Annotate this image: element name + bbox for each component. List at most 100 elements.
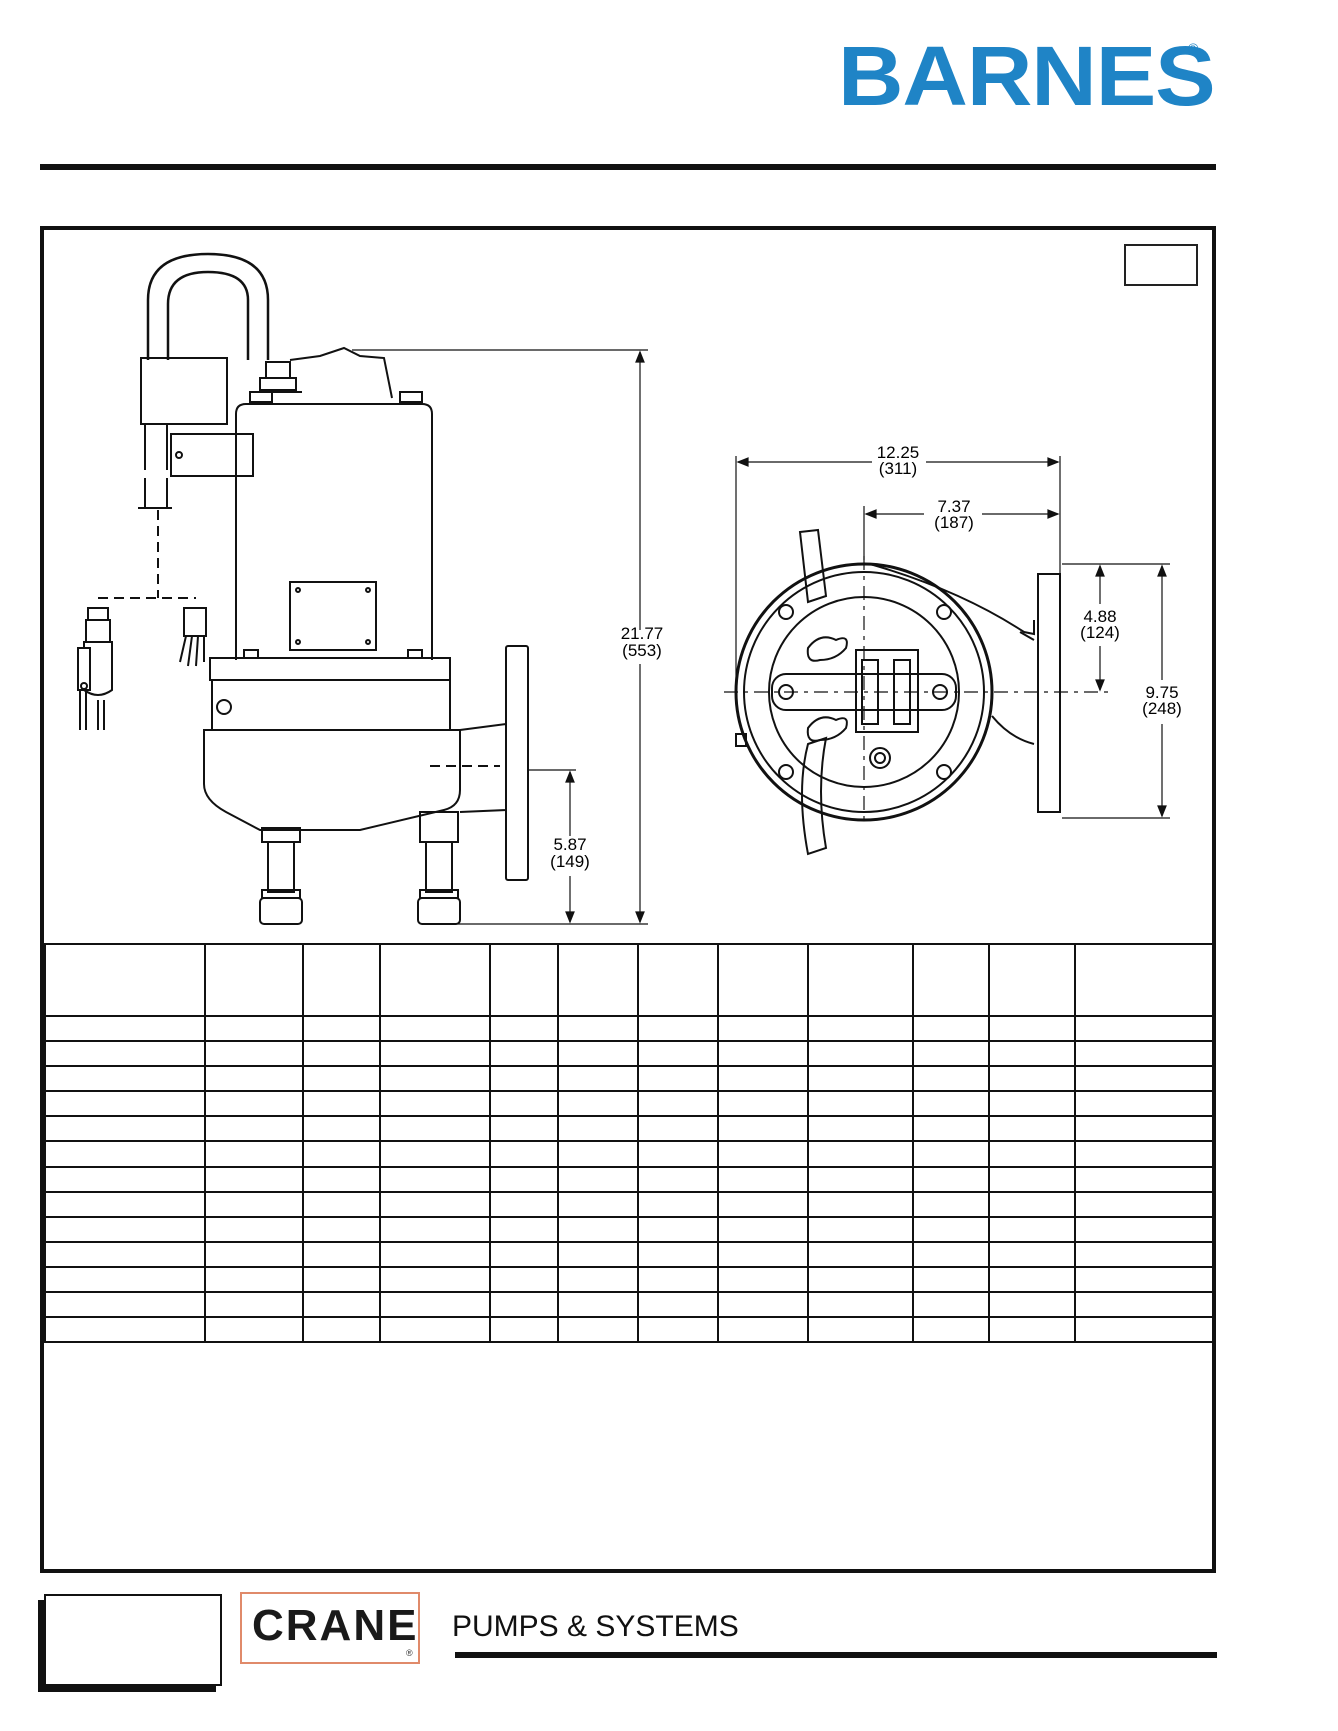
overall-height-mm-label: (553) <box>622 641 662 660</box>
table-cell <box>44 1140 206 1168</box>
table-cell <box>379 1240 492 1268</box>
table-cell <box>988 1090 1077 1118</box>
table-cell <box>912 1115 991 1143</box>
table-cell <box>636 1065 719 1093</box>
table-cell <box>806 1190 915 1218</box>
discharge-height-label: 5.87 <box>553 835 587 854</box>
table-cell <box>806 1165 915 1193</box>
side-view-dimensions <box>352 349 648 925</box>
registered-mark: ® <box>1188 40 1199 56</box>
table-cell <box>301 1065 382 1093</box>
table-cell <box>988 1315 1077 1344</box>
table-header-row <box>44 942 1214 1018</box>
table-cell <box>489 1115 560 1143</box>
model-number-box <box>1124 244 1198 286</box>
table-cell <box>44 1215 206 1243</box>
table-row <box>44 1115 1214 1143</box>
table-cell <box>489 1290 560 1318</box>
table-cell <box>716 1015 809 1043</box>
table-cell <box>988 1065 1077 1093</box>
table-cell <box>988 1265 1077 1293</box>
table-cell <box>203 1290 304 1318</box>
table-cell <box>806 1290 915 1318</box>
table-row <box>44 1240 1214 1268</box>
table-cell <box>301 1140 382 1168</box>
table-cell <box>636 1165 719 1193</box>
table-cell <box>806 1265 915 1293</box>
table-cell <box>636 1290 719 1318</box>
table-cell <box>301 1315 382 1344</box>
table-row <box>44 1040 1214 1068</box>
table-cell <box>806 1090 915 1118</box>
table-cell <box>44 1115 206 1143</box>
header-rule <box>40 164 1216 170</box>
table-cell <box>988 1015 1077 1043</box>
table-cell <box>716 1065 809 1093</box>
table-cell <box>912 1065 991 1093</box>
table-cell <box>806 1115 915 1143</box>
table-cell <box>912 1040 991 1068</box>
overall-width-mm-label: (311) <box>878 459 918 478</box>
table-cell <box>988 1115 1077 1143</box>
table-cell <box>806 1015 915 1043</box>
table-cell <box>557 1190 639 1218</box>
table-cell <box>806 942 915 1018</box>
division-name: PUMPS & SYSTEMS <box>452 1610 739 1643</box>
table-cell <box>44 1315 206 1344</box>
table-cell <box>301 1040 382 1068</box>
table-cell <box>988 1190 1077 1218</box>
table-cell <box>1074 1015 1214 1043</box>
center-to-flange-mm-label: (187) <box>934 513 974 532</box>
table-cell <box>636 1090 719 1118</box>
table-cell <box>489 1065 560 1093</box>
table-cell <box>203 1065 304 1093</box>
table-cell <box>203 1115 304 1143</box>
table-cell <box>988 1240 1077 1268</box>
table-cell <box>912 1165 991 1193</box>
table-cell <box>301 1240 382 1268</box>
table-cell <box>379 1315 492 1344</box>
table-cell <box>44 942 206 1018</box>
table-cell <box>557 1140 639 1168</box>
table-cell <box>557 1215 639 1243</box>
table-cell <box>489 1090 560 1118</box>
table-cell <box>557 1115 639 1143</box>
table-cell <box>379 1090 492 1118</box>
table-cell <box>203 1090 304 1118</box>
table-row <box>44 1215 1214 1243</box>
table-cell <box>912 1240 991 1268</box>
table-cell <box>557 1315 639 1344</box>
table-row <box>44 1065 1214 1093</box>
table-cell <box>806 1315 915 1344</box>
table-cell <box>1074 1065 1214 1093</box>
table-cell <box>44 1165 206 1193</box>
table-cell <box>203 1315 304 1344</box>
table-cell <box>301 1290 382 1318</box>
table-cell <box>379 1015 492 1043</box>
table-cell <box>557 1290 639 1318</box>
table-cell <box>489 1140 560 1168</box>
table-cell <box>489 1165 560 1193</box>
table-cell <box>912 942 991 1018</box>
table-cell <box>716 1240 809 1268</box>
top-view-dimensions <box>735 456 1170 819</box>
table-cell <box>44 1015 206 1043</box>
table-cell <box>912 1290 991 1318</box>
table-cell <box>912 1190 991 1218</box>
table-cell <box>636 1240 719 1268</box>
table-cell <box>636 1215 719 1243</box>
table-cell <box>301 1265 382 1293</box>
table-cell <box>44 1090 206 1118</box>
table-cell <box>203 1190 304 1218</box>
table-cell <box>988 1140 1077 1168</box>
table-cell <box>912 1090 991 1118</box>
table-cell <box>557 1090 639 1118</box>
overall-height-label: 21.77 <box>620 624 664 643</box>
discharge-height-mm-label: (149) <box>550 852 590 871</box>
table-cell <box>44 1290 206 1318</box>
crane-registered-mark: ® <box>406 1648 413 1658</box>
flange-offset-mm-label: (124) <box>1080 623 1120 642</box>
table-cell <box>716 1315 809 1344</box>
table-cell <box>716 1165 809 1193</box>
table-cell <box>1074 942 1214 1018</box>
